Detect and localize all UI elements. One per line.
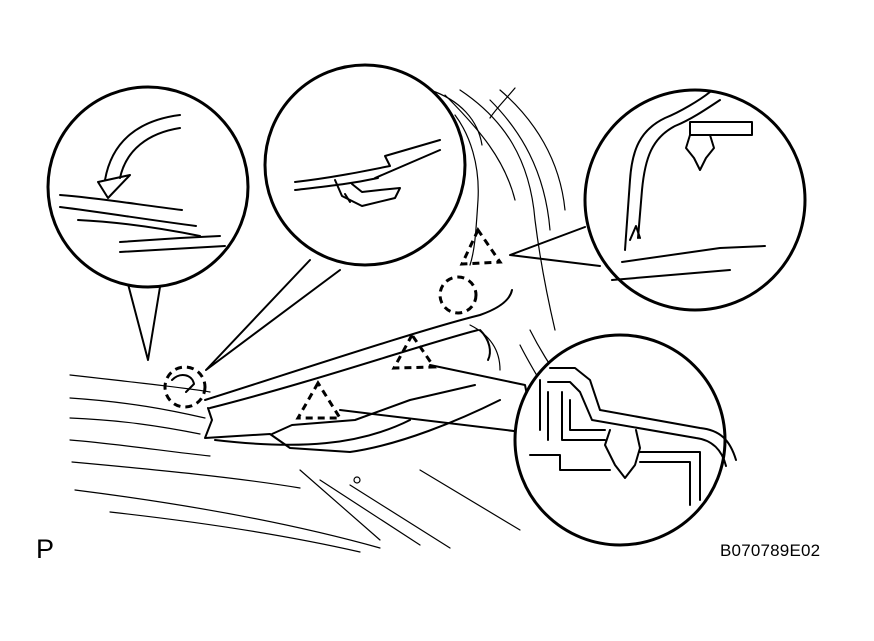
dashed-triangle-marker bbox=[391, 332, 437, 370]
callout-lower-right-outline bbox=[339, 333, 727, 547]
dashed-triangle-marker bbox=[295, 380, 343, 420]
scuff-plate-drawing bbox=[69, 87, 566, 553]
callout-left-outline bbox=[46, 85, 250, 361]
clip-icon bbox=[294, 139, 441, 207]
clip-icon bbox=[529, 367, 737, 506]
callout-upper-right-outline bbox=[509, 88, 807, 312]
clip-icon bbox=[611, 91, 766, 281]
dashed-triangle-marker bbox=[459, 226, 503, 266]
dashed-circle-marker bbox=[438, 275, 478, 315]
claw-icon bbox=[59, 114, 226, 253]
dashed-circle-marker bbox=[163, 365, 207, 409]
figure-code: B070789E02 bbox=[720, 541, 821, 560]
callout-middle-outline bbox=[205, 63, 467, 371]
view-label: P bbox=[36, 534, 55, 564]
